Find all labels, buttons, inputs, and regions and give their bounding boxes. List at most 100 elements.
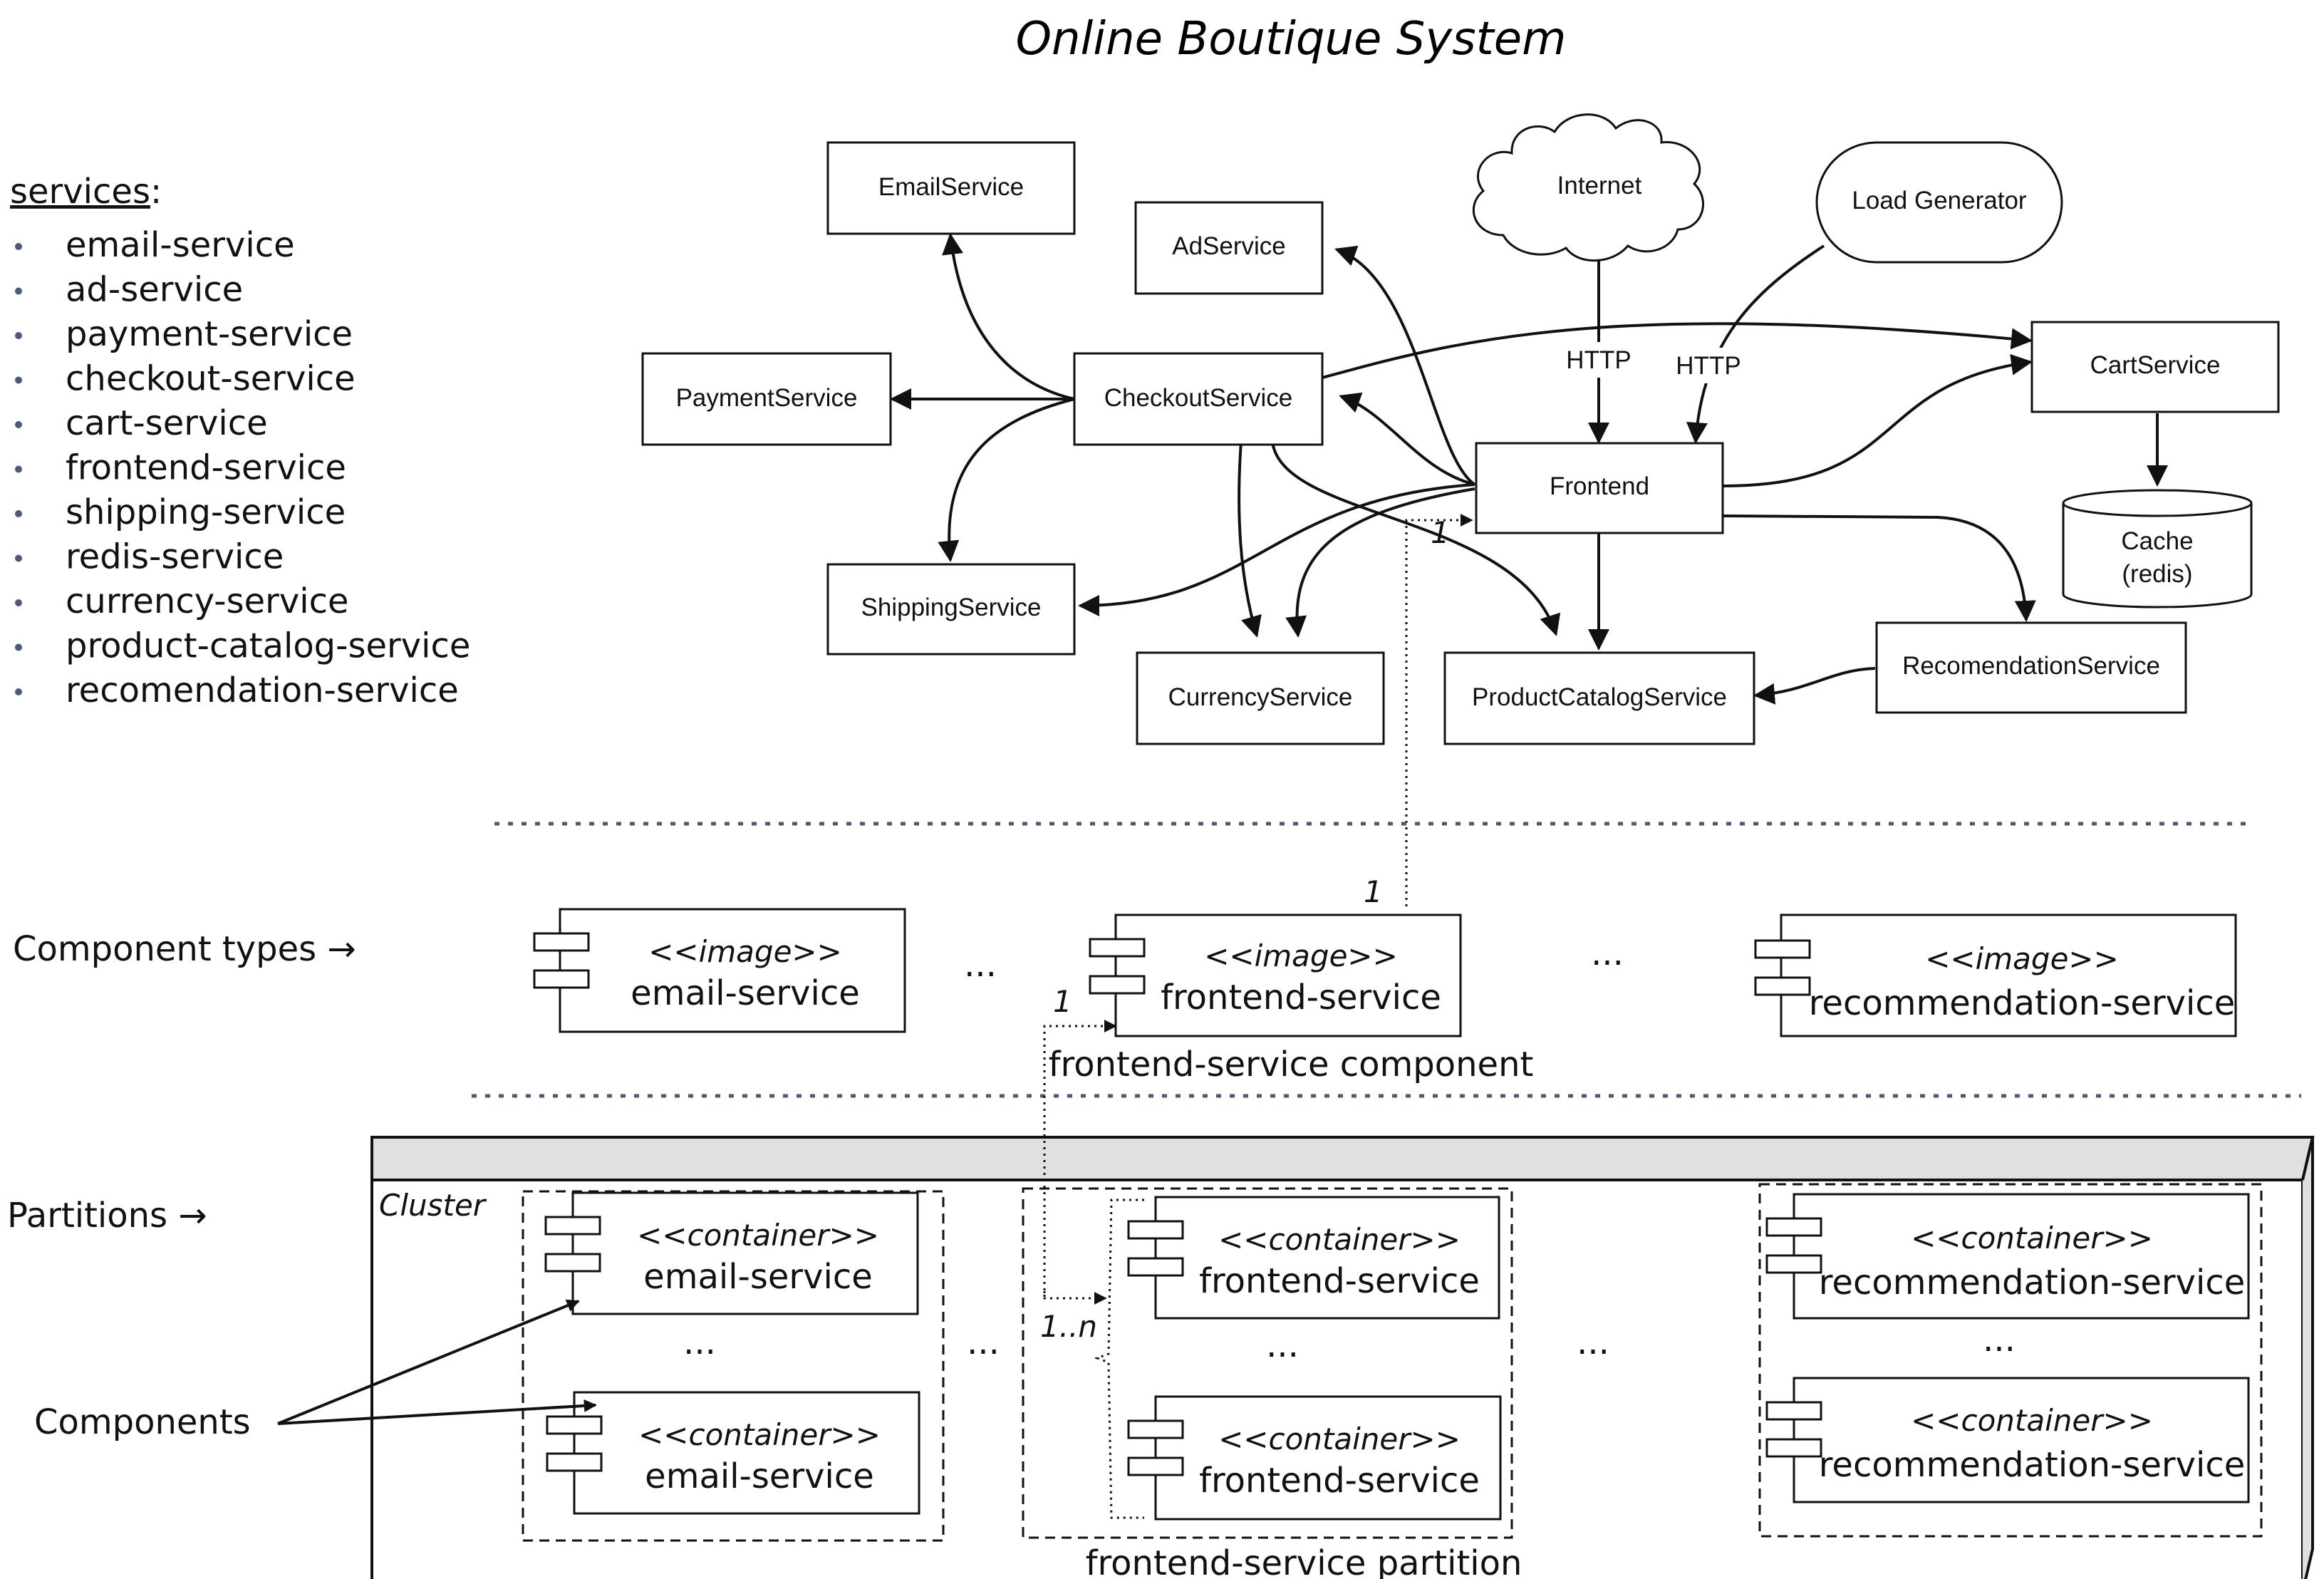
ellipsis-types-1: ...	[964, 945, 997, 985]
node-load-generator: Load Generator	[1815, 141, 2063, 264]
dotted-link-frontend-to-image	[1405, 514, 1473, 906]
http-label-internet: HTTP	[1566, 346, 1631, 374]
edge-checkout-email	[942, 233, 1075, 400]
node-label-line2: (redis)	[2122, 560, 2192, 588]
container-frontend-2: <<container>> frontend-service	[1127, 1395, 1502, 1521]
edge-recommendation-productcatalog	[1753, 667, 1876, 705]
container-recommendation-1: <<container>> recommendation-service	[1765, 1193, 2250, 1320]
node-label: Frontend	[1550, 472, 1649, 500]
edge-frontend-recommendation	[1722, 514, 2036, 622]
edge-frontend-checkout	[1339, 392, 1475, 486]
service-list-item: product-catalog-service	[66, 626, 470, 666]
components-arrow-2	[277, 1399, 597, 1425]
service-bullet	[15, 643, 22, 651]
frontend-component-caption: frontend-service component	[1049, 1045, 1534, 1084]
component-type-frontend: <<image>> frontend-service	[1089, 913, 1462, 1037]
service-list-item: ad-service	[66, 270, 243, 310]
node-email-service: EmailService	[826, 141, 1076, 235]
partition-frontend: <<container>> frontend-service ... <<con…	[1022, 1187, 1513, 1539]
ellipsis-partition-recommendation: ...	[1983, 1320, 2016, 1360]
services-heading: services:	[10, 172, 162, 212]
service-bullet	[15, 465, 22, 473]
node-label: PaymentService	[676, 384, 858, 412]
node-frontend: Frontend	[1475, 442, 1724, 534]
architecture-diagram: HTTP HTTP EmailService AdService Payment…	[641, 113, 2280, 745]
component-name: email-service	[631, 973, 860, 1013]
node-internet-cloud: Internet	[1472, 113, 1705, 262]
service-bullet	[15, 243, 22, 250]
service-list-item: recomendation-service	[66, 671, 459, 710]
service-list-item: checkout-service	[66, 359, 356, 399]
stereotype: <<image>>	[1925, 941, 2119, 976]
node-label: CheckoutService	[1104, 384, 1293, 412]
node-cache-redis: Cache (redis)	[2062, 489, 2253, 609]
node-payment-service: PaymentService	[641, 352, 892, 446]
edge-frontend-cart	[1722, 353, 2033, 487]
container-recommendation-2: <<container>> recommendation-service	[1765, 1377, 2250, 1503]
service-list-item: currency-service	[66, 581, 349, 621]
node-label: ProductCatalogService	[1472, 683, 1727, 711]
edge-frontend-shipping	[1078, 483, 1475, 616]
ellipsis-partition-email: ...	[683, 1322, 716, 1362]
node-label: RecomendationService	[1902, 652, 2160, 680]
container-email-2: <<container>> email-service	[546, 1391, 920, 1515]
multiplicity-1-component: 1	[1053, 984, 1072, 1019]
node-label: CartService	[2090, 351, 2221, 379]
service-list-item: shipping-service	[66, 492, 346, 532]
stereotype: <<container>>	[1218, 1222, 1461, 1257]
service-list-item: redis-service	[66, 537, 284, 577]
components-arrow-1	[277, 1299, 580, 1425]
service-list-item: cart-service	[66, 403, 268, 443]
edge-checkout-currency	[1238, 441, 1262, 638]
container-name: recommendation-service	[1819, 1263, 2246, 1303]
node-currency-service: CurrencyService	[1136, 651, 1385, 745]
container-frontend-1: <<container>> frontend-service	[1127, 1196, 1500, 1320]
edge-frontend-currency	[1285, 487, 1475, 638]
stereotype: <<container>>	[637, 1218, 879, 1253]
label-partitions: Partitions →	[7, 1196, 207, 1236]
node-label: Load Generator	[1852, 187, 2027, 214]
service-bullet	[15, 376, 22, 384]
ellipsis-types-2: ...	[1591, 933, 1624, 973]
multiplicity-1-image: 1	[1364, 874, 1383, 909]
service-bullet	[15, 421, 22, 428]
node-ad-service: AdService	[1134, 201, 1324, 295]
container-name: email-service	[643, 1257, 873, 1297]
service-bullet	[15, 554, 22, 562]
component-type-email: <<image>> email-service	[533, 908, 906, 1033]
node-label: EmailService	[878, 173, 1024, 201]
ellipsis-cluster-2: ...	[1577, 1322, 1609, 1362]
stereotype: <<container>>	[1218, 1422, 1461, 1456]
stereotype: <<image>>	[1204, 938, 1398, 973]
node-recommendation-service: RecomendationService	[1875, 621, 2187, 714]
stereotype: <<container>>	[1911, 1221, 2153, 1256]
ellipsis-partition-frontend: ...	[1266, 1325, 1299, 1365]
multiplicity-1-top: 1	[1431, 515, 1450, 550]
label-components: Components	[34, 1402, 251, 1442]
node-cart-service: CartService	[2030, 321, 2280, 413]
node-shipping-service: ShippingService	[826, 563, 1076, 656]
services-legend: services: email-servicead-servicepayment…	[10, 172, 470, 710]
edge-checkout-shipping	[938, 398, 1075, 562]
service-bullet	[15, 688, 22, 695]
container-email-1: <<container>> email-service	[544, 1191, 919, 1315]
node-label: Internet	[1557, 172, 1642, 200]
edge-checkout-cart	[1322, 322, 2033, 379]
service-bullet	[15, 332, 22, 339]
frontend-partition-caption: frontend-service partition	[1086, 1543, 1522, 1579]
node-label: AdService	[1172, 232, 1286, 260]
container-name: recommendation-service	[1819, 1445, 2246, 1485]
stereotype: <<container>>	[638, 1417, 881, 1452]
edge-loadgen-frontend	[1686, 244, 1825, 444]
partition-brace	[1094, 1199, 1144, 1519]
service-list-item: frontend-service	[66, 448, 346, 488]
service-bullet	[15, 510, 22, 517]
node-label: ShippingService	[861, 594, 1042, 621]
node-productcatalog-service: ProductCatalogService	[1443, 651, 1755, 745]
node-label: CurrencyService	[1168, 683, 1353, 711]
service-bullet	[15, 287, 22, 295]
cluster-label: Cluster	[379, 1188, 487, 1223]
container-name: frontend-service	[1199, 1461, 1480, 1501]
dotted-link-image-to-partition	[1043, 1020, 1117, 1297]
